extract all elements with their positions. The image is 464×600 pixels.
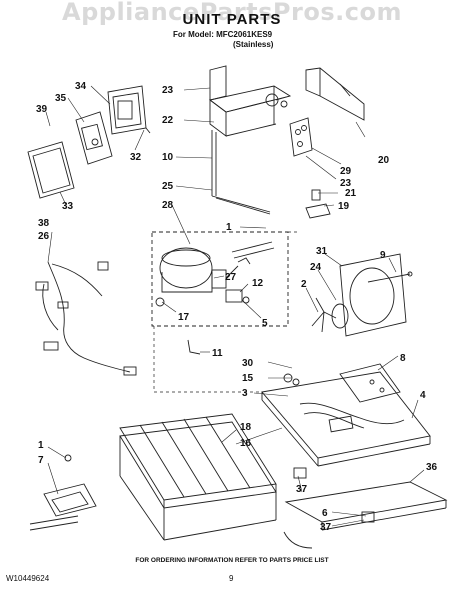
callout-15: 15 — [242, 373, 254, 384]
callout-10: 10 — [162, 152, 174, 163]
wiring-harness-drawing — [35, 261, 137, 376]
callout-23-top: 23 — [162, 85, 174, 96]
callout-38: 38 — [38, 218, 50, 229]
callout-36: 36 — [426, 462, 438, 473]
foot-left-drawing — [293, 467, 307, 479]
callout-5: 5 — [262, 318, 268, 329]
callout-29: 29 — [340, 166, 352, 177]
callout-23-right: 23 — [340, 178, 352, 189]
callout-26: 26 — [38, 231, 50, 242]
clip-drawing — [305, 203, 331, 219]
drain-tube-drawing — [283, 531, 313, 549]
thermistor-drawing — [311, 189, 321, 201]
callout-7: 7 — [38, 455, 44, 466]
control-bracket-drawing — [75, 85, 151, 165]
callout-1-bottom: 1 — [38, 440, 44, 451]
air-duct-drawing — [305, 67, 365, 121]
base-panel-drawing — [284, 481, 448, 531]
callout-4: 4 — [420, 390, 426, 401]
callout-34: 34 — [75, 81, 87, 92]
watermark: AppliancePartsPros.com — [62, 0, 402, 26]
callout-25: 25 — [162, 181, 174, 192]
foot-right-drawing — [361, 511, 375, 523]
cover-plate-drawing — [27, 141, 75, 199]
callout-2: 2 — [301, 279, 307, 290]
callout-27: 27 — [225, 272, 237, 283]
callout-1-top: 1 — [226, 222, 232, 233]
condenser-frame-drawing — [208, 65, 313, 215]
drain-tray-drawing — [29, 454, 97, 531]
callout-11: 11 — [212, 348, 223, 359]
callout-22: 22 — [162, 115, 174, 126]
callout-8: 8 — [400, 353, 406, 364]
callout-12: 12 — [252, 278, 264, 289]
callout-35: 35 — [55, 93, 67, 104]
callout-33: 33 — [62, 201, 74, 212]
callout-21: 21 — [345, 188, 357, 199]
callout-39: 39 — [36, 104, 48, 115]
model-line: For Model: MFC2061KES9 — [173, 30, 273, 39]
callout-37-upper: 37 — [296, 484, 308, 495]
compressor-drawing — [155, 241, 275, 307]
callout-37-lower: 37 — [320, 522, 332, 533]
callout-17: 17 — [178, 312, 190, 323]
callout-24: 24 — [310, 262, 322, 273]
callout-31: 31 — [316, 246, 328, 257]
callout-30: 30 — [242, 358, 254, 369]
callout-3: 3 — [242, 388, 248, 399]
callout-16: 16 — [240, 438, 252, 449]
callout-6: 6 — [322, 508, 328, 519]
ordering-note: FOR ORDERING INFORMATION REFER TO PARTS … — [135, 557, 329, 564]
compressor-group-outline — [151, 231, 289, 327]
condenser-coil-drawing — [119, 413, 277, 541]
page-title: UNIT PARTS — [182, 11, 282, 28]
callout-32: 32 — [130, 152, 142, 163]
callout-28: 28 — [162, 200, 174, 211]
fan-assembly-drawing — [311, 253, 413, 337]
page-number: 9 — [229, 574, 234, 583]
document-number: W10449624 — [6, 574, 50, 583]
base-pan-drawing — [261, 363, 431, 467]
callout-18: 18 — [240, 422, 252, 433]
callout-20: 20 — [378, 155, 390, 166]
callout-19: 19 — [338, 201, 350, 212]
variant-line: (Stainless) — [233, 40, 274, 49]
wire-tie-drawing — [187, 339, 201, 355]
callout-9: 9 — [380, 250, 386, 261]
